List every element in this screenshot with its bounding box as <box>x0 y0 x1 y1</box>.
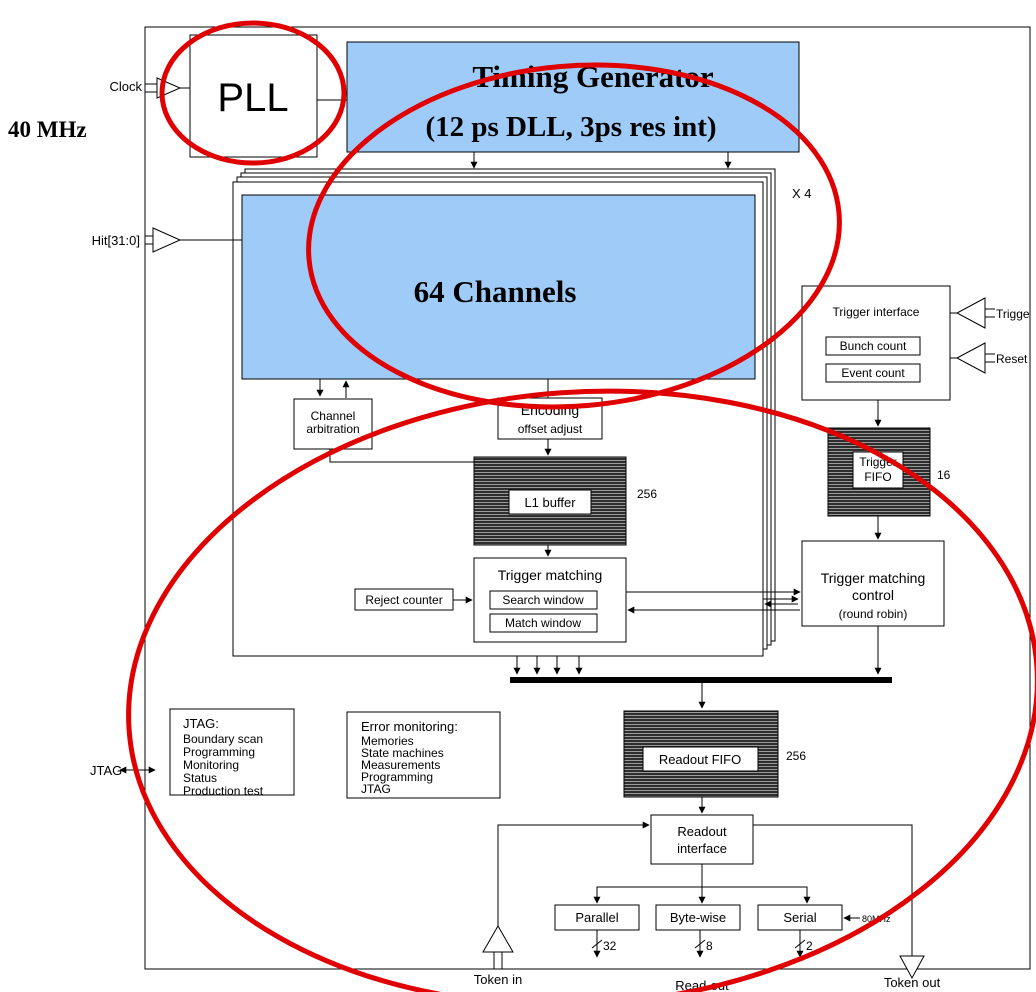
error-box-line-1: Memories <box>361 734 414 748</box>
channel-arbitration-label-1: Channel <box>311 409 356 423</box>
trigger-fifo-depth: 16 <box>937 468 951 482</box>
bytewise-label: Byte-wise <box>670 910 726 925</box>
l1-buffer-depth: 256 <box>637 487 657 501</box>
match-window-label: Match window <box>505 616 581 630</box>
tm-control-label-1: Trigger matching <box>821 570 926 586</box>
channels-block <box>241 194 756 380</box>
l1-buffer-label: L1 buffer <box>524 495 576 510</box>
jtag-box-line-3: Monitoring <box>183 758 239 772</box>
serial-block <box>757 904 843 931</box>
channel-arbitration-label-2: arbitration <box>306 422 359 436</box>
search-window-label: Search window <box>502 593 584 607</box>
jtag-box-line-1: Boundary scan <box>183 732 263 746</box>
error-box-title: Error monitoring: <box>361 719 458 734</box>
trigger-matching-label: Trigger matching <box>498 567 603 583</box>
bunch-count-label: Bunch count <box>840 339 907 353</box>
tm-control-label-2: control <box>852 587 894 603</box>
readout-interface-label-1: Readout <box>677 824 727 839</box>
trigger-interface-label: Trigger interface <box>833 305 920 319</box>
token-out-buffer <box>899 955 925 980</box>
bytewise-bus-width: 8 <box>706 939 713 953</box>
channels-label: 64 Channels <box>414 274 577 309</box>
annotation-ring-timing-channels <box>306 62 842 410</box>
error-box-line-3: Measurements <box>361 758 440 772</box>
parallel-block <box>554 904 640 931</box>
annotation-ring-readout-path <box>126 388 1036 992</box>
serial-label: Serial <box>783 910 816 925</box>
trigger-pin-label: Trigge <box>996 307 1030 321</box>
token-in-label: Token in <box>474 972 522 987</box>
token-out-label: Token out <box>884 975 941 990</box>
jtag-box-line-2: Programming <box>183 745 255 759</box>
event-count-label: Event count <box>841 366 905 380</box>
annotation-ring-pll <box>159 20 347 166</box>
serial-bus-width: 2 <box>806 939 813 953</box>
tm-control-label-3: (round robin) <box>839 607 908 621</box>
jtag-box-line-4: Status <box>183 771 217 785</box>
readout-fifo-depth: 256 <box>786 749 806 763</box>
pll-label: PLL <box>217 76 288 120</box>
multiplier-label: X 4 <box>792 186 812 201</box>
jtag-pin-label: JTAG <box>90 763 122 778</box>
jtag-box-line-5: Production test <box>183 784 264 798</box>
pll-block <box>189 34 318 158</box>
jtag-box-title: JTAG: <box>183 716 219 731</box>
clock-pin-label: Clock <box>109 79 142 94</box>
token-in-buffer <box>482 924 514 953</box>
error-box-line-4: Programming <box>361 770 433 784</box>
clock-frequency-label: 40 MHz <box>8 117 87 142</box>
reset-pin-label: Reset <box>996 352 1028 366</box>
error-box-line-5: JTAG <box>361 782 391 796</box>
trigger-matching-control-block <box>801 540 945 627</box>
readout-fifo-label: Readout FIFO <box>659 752 741 767</box>
parallel-label: Parallel <box>575 910 618 925</box>
hit-pin-buffer <box>152 227 182 253</box>
error-monitoring-box <box>346 711 501 799</box>
parallel-bus-width: 32 <box>603 939 617 953</box>
reject-counter-label: Reject counter <box>365 593 442 607</box>
timing-generator-subtitle: (12 ps DLL, 3ps res int) <box>425 111 716 143</box>
reset-pin-buffer <box>955 342 986 374</box>
timing-generator-block <box>346 41 800 153</box>
readout-interface-block <box>650 814 754 865</box>
trigger-pin-buffer <box>955 297 986 329</box>
bytewise-block <box>655 904 741 931</box>
trigger-fifo-label-2: FIFO <box>864 470 891 484</box>
error-box-line-2: State machines <box>361 746 444 760</box>
encoding-label-2: offset adjust <box>518 422 583 436</box>
readout-interface-label-2: interface <box>677 841 727 856</box>
chip-outline <box>144 26 1031 970</box>
jtag-info-box <box>169 708 295 796</box>
hit-pin-label: Hit[31:0] <box>92 233 140 248</box>
